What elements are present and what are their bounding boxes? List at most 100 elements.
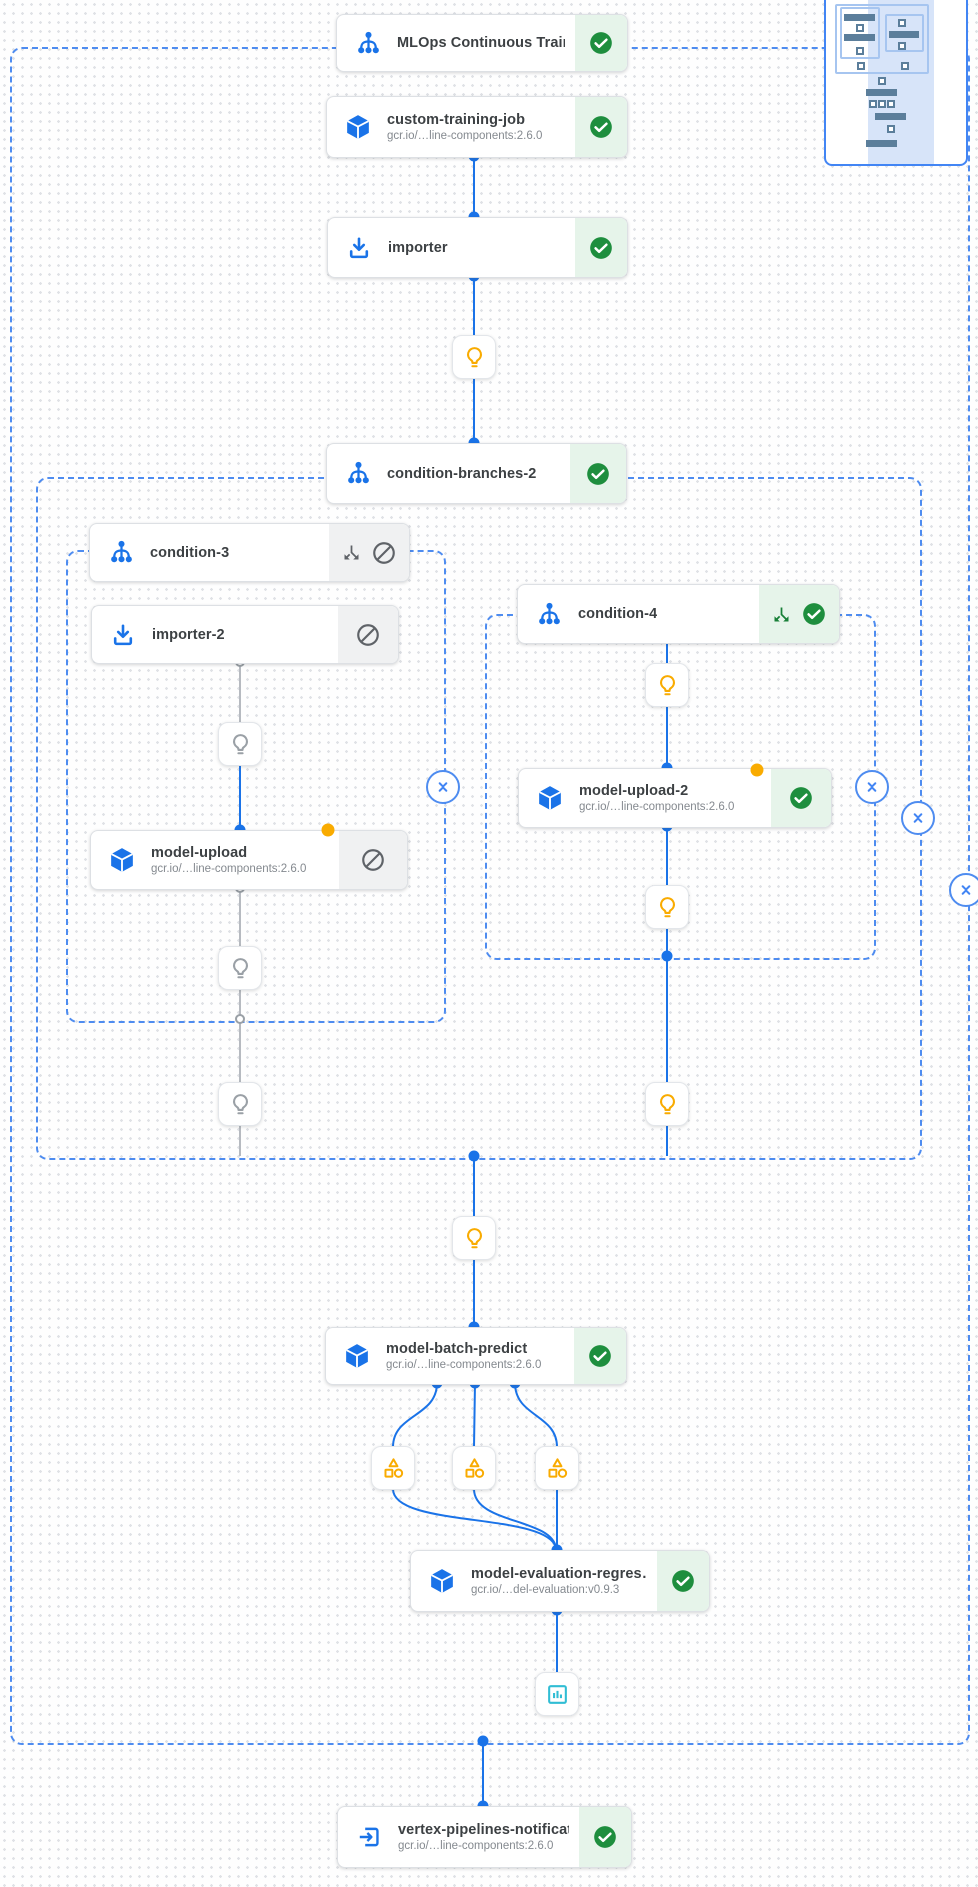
lightbulb-artifact[interactable] [218, 946, 262, 990]
pipeline-graph-icon [354, 29, 382, 57]
category-artifact[interactable] [371, 1446, 415, 1490]
collapse-chevrons-icon [908, 808, 928, 828]
minimap-node [889, 31, 919, 38]
category-artifact[interactable] [452, 1446, 496, 1490]
cube-icon [536, 784, 564, 812]
cube-icon [343, 1342, 371, 1370]
check-circle-icon [801, 601, 827, 627]
pipeline-node-model-upload-2[interactable]: model-upload-2 gcr.io/…line-components:2… [518, 768, 832, 828]
minimap-node [844, 34, 875, 41]
cube-icon [108, 846, 136, 874]
minimap-artifact [898, 42, 906, 50]
connector-dot-hollow [235, 1014, 245, 1024]
pipeline-node-model-batch-predict[interactable]: model-batch-predict gcr.io/…line-compone… [325, 1327, 627, 1385]
connector-line [239, 662, 241, 744]
node-status [771, 769, 831, 827]
collapse-group-button-pipeline-root[interactable] [949, 873, 978, 907]
pipeline-node-condition-branches-2[interactable]: condition-branches-2 [326, 443, 627, 504]
minimap-group-rect [840, 7, 880, 59]
collapse-chevrons-icon [956, 880, 976, 900]
minimap-artifact [869, 100, 877, 108]
category-artifact[interactable] [535, 1446, 579, 1490]
pipeline-node-model-upload[interactable]: model-upload gcr.io/…line-components:2.6… [90, 830, 408, 890]
minimap-artifact [856, 24, 864, 32]
lightbulb-artifact[interactable] [218, 722, 262, 766]
minimap-node [866, 140, 897, 147]
pipeline-graph-icon [107, 539, 135, 567]
check-circle-icon [670, 1568, 696, 1594]
node-title: model-upload-2 [579, 783, 689, 799]
minimap[interactable] [824, 0, 968, 166]
connector-line [239, 744, 241, 830]
lightbulb-artifact[interactable] [645, 663, 689, 707]
pipeline-node-vertex-pipelines-notification[interactable]: vertex-pipelines-notificat… gcr.io/…line… [337, 1806, 632, 1868]
minimap-artifact [857, 62, 865, 70]
node-title: model-batch-predict [386, 1341, 528, 1357]
connector-line [666, 956, 668, 1156]
minimap-artifact [898, 19, 906, 27]
check-circle-icon [588, 30, 614, 56]
check-circle-icon [588, 235, 614, 261]
pipeline-node-custom-training-job[interactable]: custom-training-job gcr.io/…line-compone… [326, 96, 628, 158]
collapse-chevrons-icon [862, 777, 882, 797]
node-status [575, 15, 627, 71]
check-circle-icon [587, 1343, 613, 1369]
bar-chart-icon [545, 1682, 570, 1707]
node-subtitle: gcr.io/…line-components:2.6.0 [386, 1359, 542, 1371]
blocked-icon [360, 847, 386, 873]
node-status [574, 1328, 626, 1384]
blocked-icon [371, 540, 397, 566]
node-title: model-upload [151, 845, 248, 861]
node-subtitle: gcr.io/…del-evaluation:v0.9.3 [471, 1584, 620, 1596]
lightbulb-artifact[interactable] [645, 885, 689, 929]
node-status [759, 585, 839, 643]
lightbulb-artifact[interactable] [218, 1082, 262, 1126]
collapse-group-button-condition-3[interactable] [426, 770, 460, 804]
pipeline-node-importer-2[interactable]: importer-2 [91, 605, 399, 664]
connector-line [473, 156, 475, 217]
category-artifact-icon [545, 1456, 570, 1481]
node-subtitle: gcr.io/…line-components:2.6.0 [579, 801, 735, 813]
node-status [657, 1551, 709, 1611]
node-title: importer-2 [152, 626, 225, 643]
minimap-node [875, 113, 906, 120]
collapse-group-button-condition-4[interactable] [855, 770, 889, 804]
pipeline-node-mlops-root[interactable]: MLOps Continuous Traini… [336, 14, 628, 72]
check-circle-icon [585, 461, 611, 487]
node-status [570, 444, 626, 503]
check-circle-icon [592, 1824, 618, 1850]
minimap-artifact [878, 100, 886, 108]
lightbulb-icon [462, 1226, 487, 1251]
node-status [575, 218, 627, 277]
minimap-artifact [856, 47, 864, 55]
pipeline-node-model-evaluation-regression[interactable]: model-evaluation-regres… gcr.io/…del-eva… [410, 1550, 710, 1612]
minimap-group-rect [885, 14, 924, 52]
minimap-artifact [901, 62, 909, 70]
minimap-group-rect [835, 4, 929, 74]
pipeline-graph-icon [535, 600, 563, 628]
cube-icon [428, 1567, 456, 1595]
pipeline-node-importer[interactable]: importer [327, 217, 628, 278]
lightbulb-icon [228, 732, 253, 757]
lightbulb-icon [655, 1092, 680, 1117]
node-title: model-evaluation-regres… [471, 1566, 647, 1582]
pipeline-node-condition-4[interactable]: condition-4 [517, 584, 840, 644]
lightbulb-artifact[interactable] [645, 1082, 689, 1126]
node-title: condition-3 [150, 544, 230, 561]
download-icon [109, 621, 137, 649]
node-title: MLOps Continuous Traini… [397, 35, 565, 51]
call-split-icon [771, 604, 792, 625]
call-split-icon [341, 542, 362, 563]
metrics-artifact[interactable] [535, 1672, 579, 1716]
blocked-icon [355, 622, 381, 648]
lightbulb-artifact[interactable] [452, 1216, 496, 1260]
connector-line [482, 1741, 484, 1806]
pipeline-graph-icon [344, 460, 372, 488]
collapse-chevrons-icon [433, 777, 453, 797]
connector-dot [468, 1150, 480, 1162]
pipeline-node-condition-3[interactable]: condition-3 [89, 523, 410, 582]
collapse-group-button-condition-branches-2[interactable] [901, 801, 935, 835]
lightbulb-artifact[interactable] [452, 335, 496, 379]
node-status [575, 97, 627, 157]
